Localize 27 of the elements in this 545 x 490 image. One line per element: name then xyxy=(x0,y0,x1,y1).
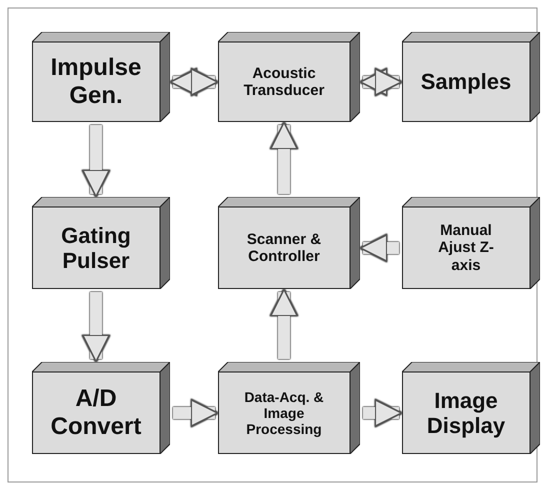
block-arrow xyxy=(170,68,218,96)
block-arrow xyxy=(270,288,298,359)
block-label: Samples xyxy=(420,69,512,95)
block-box xyxy=(402,197,540,289)
block-label: Impulse Gen. xyxy=(50,54,142,110)
block-box xyxy=(218,32,360,122)
block-box xyxy=(402,362,540,454)
block-label: Gating Pulser xyxy=(60,222,132,274)
block-box xyxy=(218,362,360,454)
block-box xyxy=(32,362,170,454)
block-label: Image Display xyxy=(426,388,506,438)
block-label: Acoustic Transducer xyxy=(242,64,326,100)
block-arrow xyxy=(360,234,399,262)
block-label: Data-Acq. & Image Processing xyxy=(243,388,325,438)
block-label: A/D Convert xyxy=(50,385,142,441)
block-arrow xyxy=(360,68,402,96)
block-box xyxy=(218,197,360,289)
block-arrow xyxy=(270,122,298,194)
block-box xyxy=(32,32,170,122)
block-arrow xyxy=(82,292,110,362)
block-box xyxy=(32,197,170,289)
block-label: Manual Ajust Z-axis xyxy=(437,222,495,274)
block-arrow xyxy=(173,399,218,427)
block-arrow xyxy=(363,399,402,427)
block-box xyxy=(402,32,540,122)
block-arrow xyxy=(82,125,110,198)
block-label: Scanner & Controller xyxy=(246,230,322,266)
